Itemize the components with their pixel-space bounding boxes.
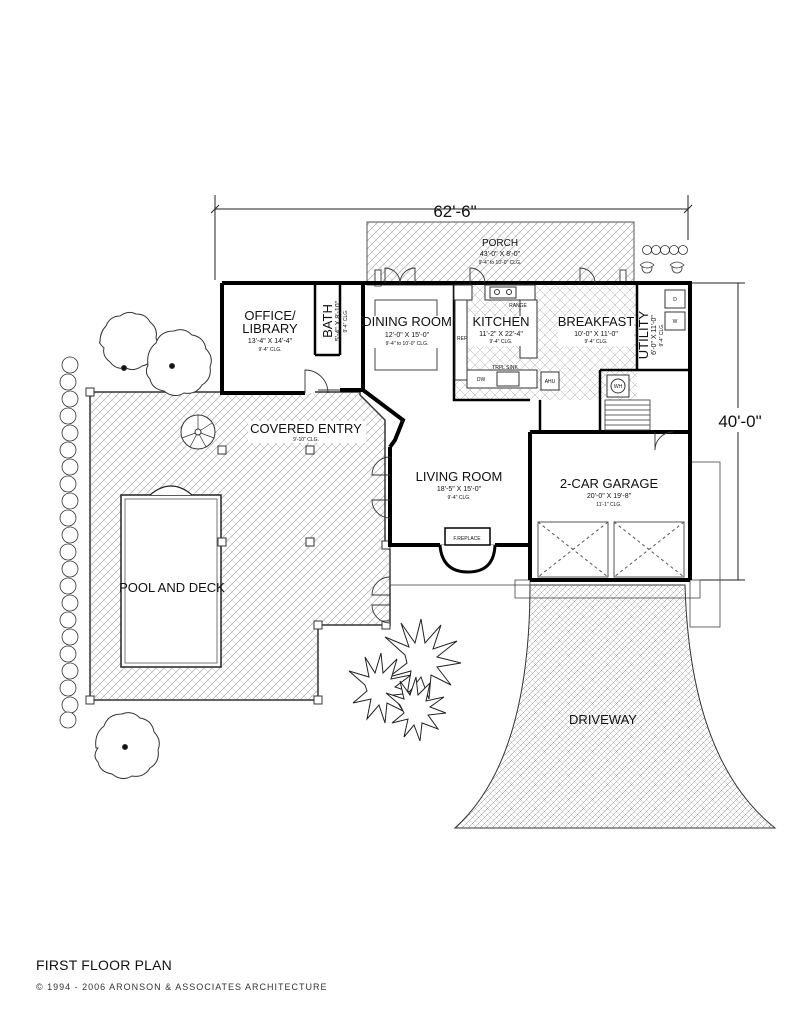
dining-name: DINING ROOM — [362, 314, 452, 329]
tree-icon — [94, 712, 160, 780]
utility-ceiling: 9'-4" CLG. — [659, 323, 665, 346]
fridge-label: REF — [457, 336, 467, 342]
porch-ceiling: 9'-4" to 10'-0" CLG. — [479, 260, 522, 266]
entry-ceiling: 9'-10" CLG. — [293, 437, 319, 443]
office-name-1: OFFICE/ — [244, 308, 296, 323]
breakfast-ceiling: 9'-4" CLG. — [584, 339, 607, 345]
overall-depth-dimension: 40'-0" — [690, 282, 780, 581]
breakfast-name: BREAKFAST — [558, 314, 635, 329]
dining-size: 12'-0" X 15'-0" — [385, 332, 430, 339]
pool-name: POOL AND DECK — [119, 580, 225, 595]
utility-name: UTILITY — [636, 310, 651, 359]
garage-room: 2-CAR GARAGE 20'-0" X 19'-8" 11'-1" CLG. — [560, 476, 659, 508]
porch-name: PORCH — [482, 238, 518, 249]
kitchen-name: KITCHEN — [472, 314, 529, 329]
kitchen-size: 11'-2" X 22'-4" — [479, 331, 523, 338]
exterior-walls — [220, 281, 692, 582]
bath-room: BATH 5'-4" X 8'-10" 9'-4" CLG. — [320, 300, 349, 341]
garage-ceiling: 11'-1" CLG. — [596, 502, 621, 508]
entry-name: COVERED ENTRY — [250, 421, 362, 436]
breakfast-size: 10'-0" X 11'-0" — [574, 331, 618, 338]
shrub-cluster-icon — [639, 245, 688, 274]
kitchen-ceiling: 9'-4" CLG. — [489, 339, 512, 345]
sink-label: TRPL SINK — [492, 365, 518, 371]
garage-size: 20'-0" X 19'-8" — [587, 493, 632, 500]
tree-icon — [145, 329, 212, 397]
interior-walls — [313, 283, 690, 430]
porch-size: 43'-0" X 8'-0" — [480, 251, 521, 258]
office-size: 13'-4" X 14'-4" — [248, 338, 293, 345]
garage-name: 2-CAR GARAGE — [560, 476, 659, 491]
office-ceiling: 9'-4" CLG. — [258, 347, 281, 353]
palm-tree-icon — [348, 618, 462, 742]
overall-width-dimension: 62'-6" — [210, 195, 693, 280]
range-label: RANGE — [509, 303, 527, 309]
fireplace-label: F.REPLACE — [453, 536, 481, 542]
living-name: LIVING ROOM — [416, 469, 503, 484]
office-name-2: LIBRARY — [242, 321, 298, 336]
kitchen-room: KITCHEN 11'-2" X 22'-4" 9'-4" CLG. — [468, 314, 534, 346]
washer-dryer-icon — [664, 289, 686, 331]
dining-room: DINING ROOM 12'-0" X 15'-0" 9'-4" to 10'… — [362, 314, 452, 348]
overall-width-label: 62'-6" — [433, 202, 476, 221]
porch: PORCH 43'-0" X 8'-0" 9'-4" to 10'-0" CLG… — [366, 221, 635, 287]
overall-depth-label: 40'-0" — [718, 412, 761, 431]
living-size: 18'-5" X 15'-0" — [437, 486, 482, 493]
bath-size: 5'-4" X 8'-10" — [335, 300, 342, 341]
breakfast-room: BREAKFAST 10'-0" X 11'-0" 9'-4" CLG. — [558, 314, 635, 346]
fireplace-icon: F.REPLACE — [438, 527, 497, 574]
living-room: LIVING ROOM 18'-5" X 15'-0" 9'-4" CLG. — [416, 469, 503, 501]
covered-entry: COVERED ENTRY 9'-10" CLG. — [248, 421, 366, 443]
door-swings — [304, 267, 674, 624]
bath-ceiling: 9'-4" CLG. — [343, 309, 349, 332]
stairs-icon — [604, 399, 651, 431]
washer-label: W — [673, 319, 678, 325]
dining-ceiling: 9'-4" to 10'-0" CLG. — [386, 341, 429, 347]
copyright-notice: © 1994 - 2006 ARONSON & ASSOCIATES ARCHI… — [36, 982, 328, 992]
dishwasher-label: DW — [477, 377, 486, 383]
pool-and-deck: POOL AND DECK — [85, 387, 391, 705]
dryer-label: D — [673, 297, 677, 303]
hedge-icon — [59, 356, 79, 729]
garage-door-icon — [537, 521, 685, 578]
water-heater-label: WH — [614, 384, 623, 390]
office-library-room: OFFICE/ LIBRARY 13'-4" X 14'-4" 9'-4" CL… — [242, 308, 298, 353]
bath-name: BATH — [320, 304, 335, 338]
utility-room: UTILITY 6'-0" X 11'-0" 9'-4" CLG. — [636, 310, 665, 359]
driveway-name: DRIVEWAY — [569, 712, 637, 727]
living-ceiling: 9'-4" CLG. — [447, 495, 470, 501]
plan-title: FIRST FLOOR PLAN — [36, 957, 172, 973]
utility-size: 6'-0" X 11'-0" — [651, 315, 658, 355]
driveway: DRIVEWAY — [453, 584, 777, 829]
ahu-label: AHU — [545, 379, 556, 385]
